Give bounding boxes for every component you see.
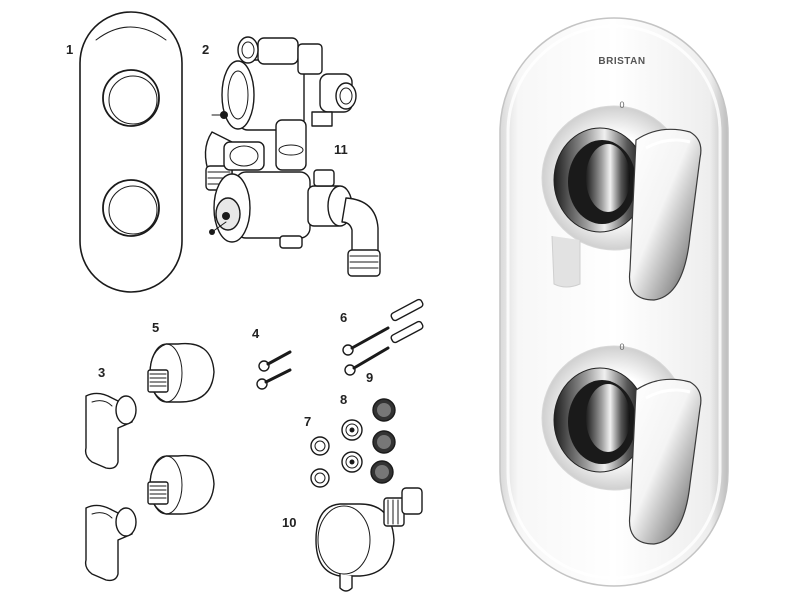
callout-7: 7 [304,414,311,429]
callout-2: 2 [202,42,209,57]
callout-4: 4 [252,326,260,341]
part-8-filters [341,398,396,484]
product-lever-top [551,127,702,301]
part-6-screws-and-plugs [342,298,424,376]
callout-8: 8 [340,392,347,407]
callout-6: 6 [340,310,347,325]
product-lever-bottom [553,367,702,545]
callout-10: 10 [282,515,296,530]
callout-9: 9 [366,370,373,385]
part-5-hub-top [147,342,215,403]
part-4-screws [256,350,292,390]
callout-1: 1 [66,42,73,57]
indicator-bottom: 0 [619,342,624,352]
callout-5: 5 [152,320,159,335]
part-1-faceplate [79,11,183,293]
callout-11: 11 [334,142,348,157]
part-3-lever-bottom [84,504,137,582]
callout-3: 3 [98,365,105,380]
product-valve: BRISTAN 0 0 [499,17,729,587]
part-7-washers [310,436,330,488]
part-2-valve-body [204,36,381,277]
indicator-top: 0 [619,100,624,110]
part-3-lever-top [84,392,137,470]
brand-logo: BRISTAN [598,56,645,67]
part-10-outlet-elbow [315,487,423,592]
part-5-hub-bottom [147,454,215,515]
